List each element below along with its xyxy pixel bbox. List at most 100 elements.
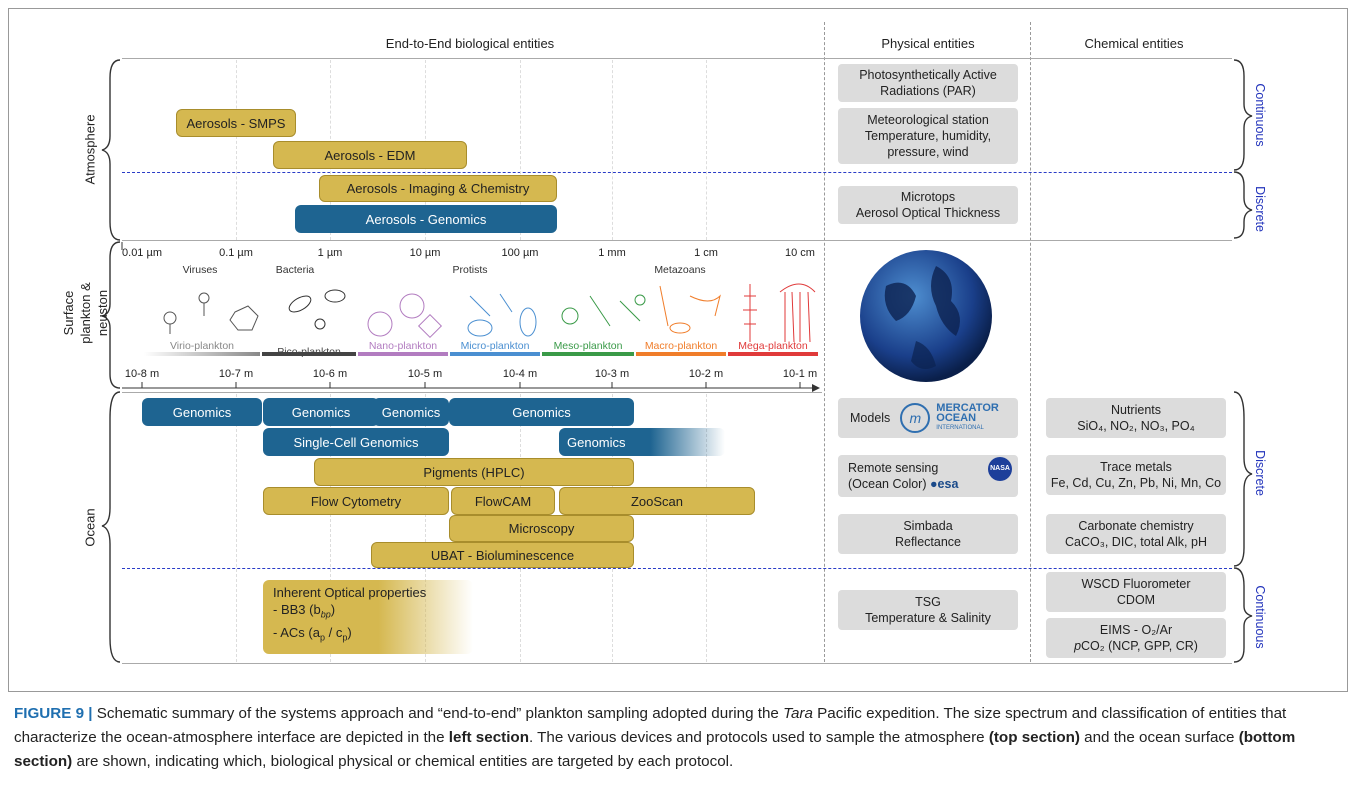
tm-line1: Trace metals (1100, 460, 1172, 474)
figure-frame (8, 8, 1348, 692)
box-meteo: Meteorological station Temperature, humi… (838, 108, 1018, 164)
bar-flow-cytometry: Flow Cytometry (263, 487, 449, 515)
caption-fig-label: FIGURE 9 | (14, 705, 93, 722)
bar-aerosols-smps: Aerosols - SMPS (176, 109, 296, 137)
grid-line (236, 60, 237, 240)
iop-line1: Inherent Optical properties (273, 585, 427, 600)
ptype-meso: Meso-plankton (553, 340, 623, 352)
box-eims: EIMS - O₂/Ar pCO₂ (NCP, GPP, CR) (1046, 618, 1226, 658)
scale-bottom-3: 10-5 m (407, 368, 443, 380)
label-surface-line1: Surface (60, 290, 76, 336)
taxon-metazoans: Metazoans (654, 264, 706, 276)
ptype-nano: Nano-plankton (368, 340, 438, 352)
nut-line2: SiO₄, NO₂, NO₃, PO₄ (1077, 419, 1195, 433)
iop-line2: - BB3 (bbp) (273, 601, 463, 624)
caption-bottom: (bottom section) (14, 729, 1296, 770)
label-ocean-continuous: Continuous (1253, 585, 1267, 649)
met-line2: Temperature, humidity, (864, 129, 992, 143)
scale-bottom-1: 10-7 m (218, 368, 254, 380)
iop-line3-mid: / c (324, 624, 343, 640)
box-tsg: TSG Temperature & Salinity (838, 590, 1018, 630)
caption-t2: Pacific expedition. The size spectrum an… (14, 705, 1287, 746)
col-divider-1 (824, 22, 825, 662)
scale-top-7: 10 cm (785, 247, 815, 259)
ptype-bar-nano (358, 352, 448, 356)
label-atmosphere: Atmosphere (82, 114, 98, 185)
grid-line (236, 394, 237, 662)
iop-line3-sub-a: p (319, 632, 325, 643)
ptype-macro: Macro-plankton (644, 340, 718, 352)
scale-top-3: 10 µm (409, 247, 441, 259)
label-ocean-discrete: Discrete (1253, 450, 1267, 496)
bar-genomics-5-label: Genomics (567, 434, 626, 450)
eims-line2-text: CO₂ (NCP, GPP, CR) (1081, 639, 1198, 653)
caption-t4: and the ocean surface (1079, 729, 1239, 746)
scale-top-2: 1 µm (317, 247, 343, 259)
caption-t3: . The various devices and protocols used… (528, 729, 989, 746)
nut-line1: Nutrients (1110, 403, 1162, 417)
ptype-virio: Virio-plankton (169, 340, 234, 352)
scale-top-6: 1 cm (694, 247, 718, 259)
bar-ubat: UBAT - Bioluminescence (371, 542, 634, 568)
tsg-line2: Temperature & Salinity (865, 611, 991, 625)
mercator-text-3: INTERNATIONAL (936, 425, 984, 431)
iop-line2-text: - BB3 (b (273, 602, 321, 617)
eims-line2: pCO₂ (NCP, GPP, CR) (1074, 638, 1198, 654)
bar-flowcam: FlowCAM (451, 487, 555, 515)
taxon-bacteria: Bacteria (275, 264, 315, 276)
iop-line3-sub-b: p (342, 632, 348, 643)
grid-line (425, 394, 426, 662)
scale-bottom-0: 10-8 m (124, 368, 160, 380)
ocean-top-rule (122, 392, 822, 393)
caption-left: left section (448, 729, 529, 746)
taxon-protists: Protists (452, 264, 488, 276)
esa-logo-text: esa (937, 477, 959, 491)
left-braces (101, 59, 121, 663)
caption-t5: are shown, indicating which, biological … (72, 753, 734, 770)
box-nutrients: Nutrients SiO₄, NO₂, NO₃, PO₄ (1046, 398, 1226, 438)
bar-pigments: Pigments (HPLC) (314, 458, 634, 486)
grid-line (706, 394, 707, 662)
caption-tara: Tara (783, 705, 813, 722)
scale-top-1: 0.1 µm (219, 247, 253, 259)
nasa-logo-icon: NASA (988, 457, 1012, 481)
iop-line3-end: ) (347, 624, 352, 640)
size-scale (121, 242, 820, 392)
taxon-viruses: Viruses (182, 264, 218, 276)
cc-line2: CaCO₃, DIC, total Alk, pH (1065, 535, 1207, 549)
ptype-bar-meso (542, 352, 634, 356)
header-chem: Chemical entities (1084, 36, 1184, 51)
box-inherent-optical-properties: Inherent Optical properties - BB3 (bbp) … (263, 580, 473, 654)
tm-line2: Fe, Cd, Cu, Zn, Pb, Ni, Mn, Co (1050, 476, 1222, 490)
bar-single-cell-genomics: Single-Cell Genomics (263, 428, 449, 456)
ptype-mega: Mega-plankton (738, 340, 808, 352)
mercator-text-2: OCEAN (936, 412, 977, 424)
box-microtops: Microtops Aerosol Optical Thickness (838, 186, 1018, 224)
ptype-bar-macro (636, 352, 726, 356)
bar-genomics-5: Genomics (559, 428, 725, 456)
header-phys: Physical entities (881, 36, 975, 51)
esa-logo-icon: ●esa (929, 477, 959, 491)
ptype-micro: Micro-plankton (460, 340, 530, 352)
scale-bottom-7: 10-1 m (782, 368, 818, 380)
eims-line2-italic: p (1074, 639, 1082, 653)
ocean-bottom-rule (122, 663, 1232, 664)
scale-top-5: 1 mm (598, 247, 626, 259)
box-remote-sensing: Remote sensing (Ocean Color) ●esa NASA (838, 455, 1018, 497)
rs-line2-text: (Ocean Color) (848, 477, 927, 491)
grid-line (706, 60, 707, 240)
eims-line1: EIMS - O₂/Ar (1099, 623, 1173, 637)
box-carbonate: Carbonate chemistry CaCO₃, DIC, total Al… (1046, 514, 1226, 554)
micro-line1: Microtops (900, 190, 956, 204)
plankton-illustrations (163, 283, 816, 342)
caption-top: (top section) (988, 729, 1080, 746)
bar-aerosols-genomics: Aerosols - Genomics (295, 205, 557, 233)
box-wscd: WSCD Fluorometer CDOM (1046, 572, 1226, 612)
scale-bottom-2: 10-6 m (312, 368, 348, 380)
bar-microscopy: Microscopy (449, 515, 634, 542)
tsg-line1: TSG (915, 595, 941, 609)
box-simbada: Simbada Reflectance (838, 514, 1018, 554)
caption-t1: Schematic summary of the systems approac… (92, 705, 784, 722)
cc-line1: Carbonate chemistry (1078, 519, 1194, 533)
mercator-text-1: MERCATOR (936, 402, 999, 414)
